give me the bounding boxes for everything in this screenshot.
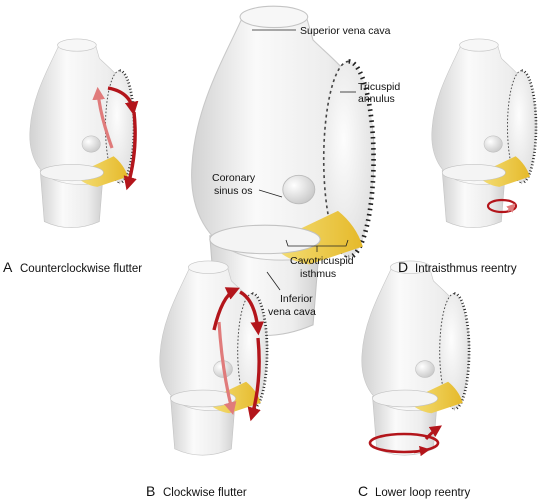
panel-a-arrows bbox=[92, 86, 139, 191]
panel-a-heart bbox=[28, 37, 136, 230]
caption-c-letter: C bbox=[358, 483, 368, 499]
caption-d-letter: D bbox=[398, 259, 408, 275]
panel-c-heart bbox=[360, 259, 471, 457]
caption-c: C Lower loop reentry bbox=[358, 483, 470, 499]
leader-lines bbox=[252, 29, 356, 291]
label-cavotricuspid: Cavotricuspid bbox=[290, 255, 354, 267]
label-superior-vena-cava: Superior vena cava bbox=[300, 25, 391, 37]
label-tricuspid: Tricuspid bbox=[358, 81, 400, 93]
label-vena-cava: vena cava bbox=[268, 306, 316, 318]
caption-a-text: Counterclockwise flutter bbox=[20, 263, 142, 275]
panel-d-arrows bbox=[486, 198, 518, 214]
panel-d-heart bbox=[430, 37, 538, 230]
panel-b-arrows bbox=[212, 287, 264, 422]
label-inferior: Inferior bbox=[280, 293, 313, 305]
caption-c-text: Lower loop reentry bbox=[375, 487, 470, 499]
caption-d: D Intraisthmus reentry bbox=[398, 259, 517, 275]
caption-d-text: Intraisthmus reentry bbox=[415, 263, 517, 275]
label-coronary: Coronary bbox=[212, 172, 256, 184]
caption-a: A Counterclockwise flutter bbox=[3, 259, 142, 275]
label-sinus-os: sinus os bbox=[214, 185, 253, 197]
caption-b: B Clockwise flutter bbox=[146, 483, 247, 499]
caption-a-letter: A bbox=[3, 259, 13, 275]
label-annulus: annulus bbox=[358, 93, 395, 105]
caption-b-letter: B bbox=[146, 483, 155, 499]
panel-c-arrows bbox=[368, 425, 442, 457]
label-isthmus: isthmus bbox=[300, 268, 336, 280]
caption-b-text: Clockwise flutter bbox=[163, 487, 247, 499]
